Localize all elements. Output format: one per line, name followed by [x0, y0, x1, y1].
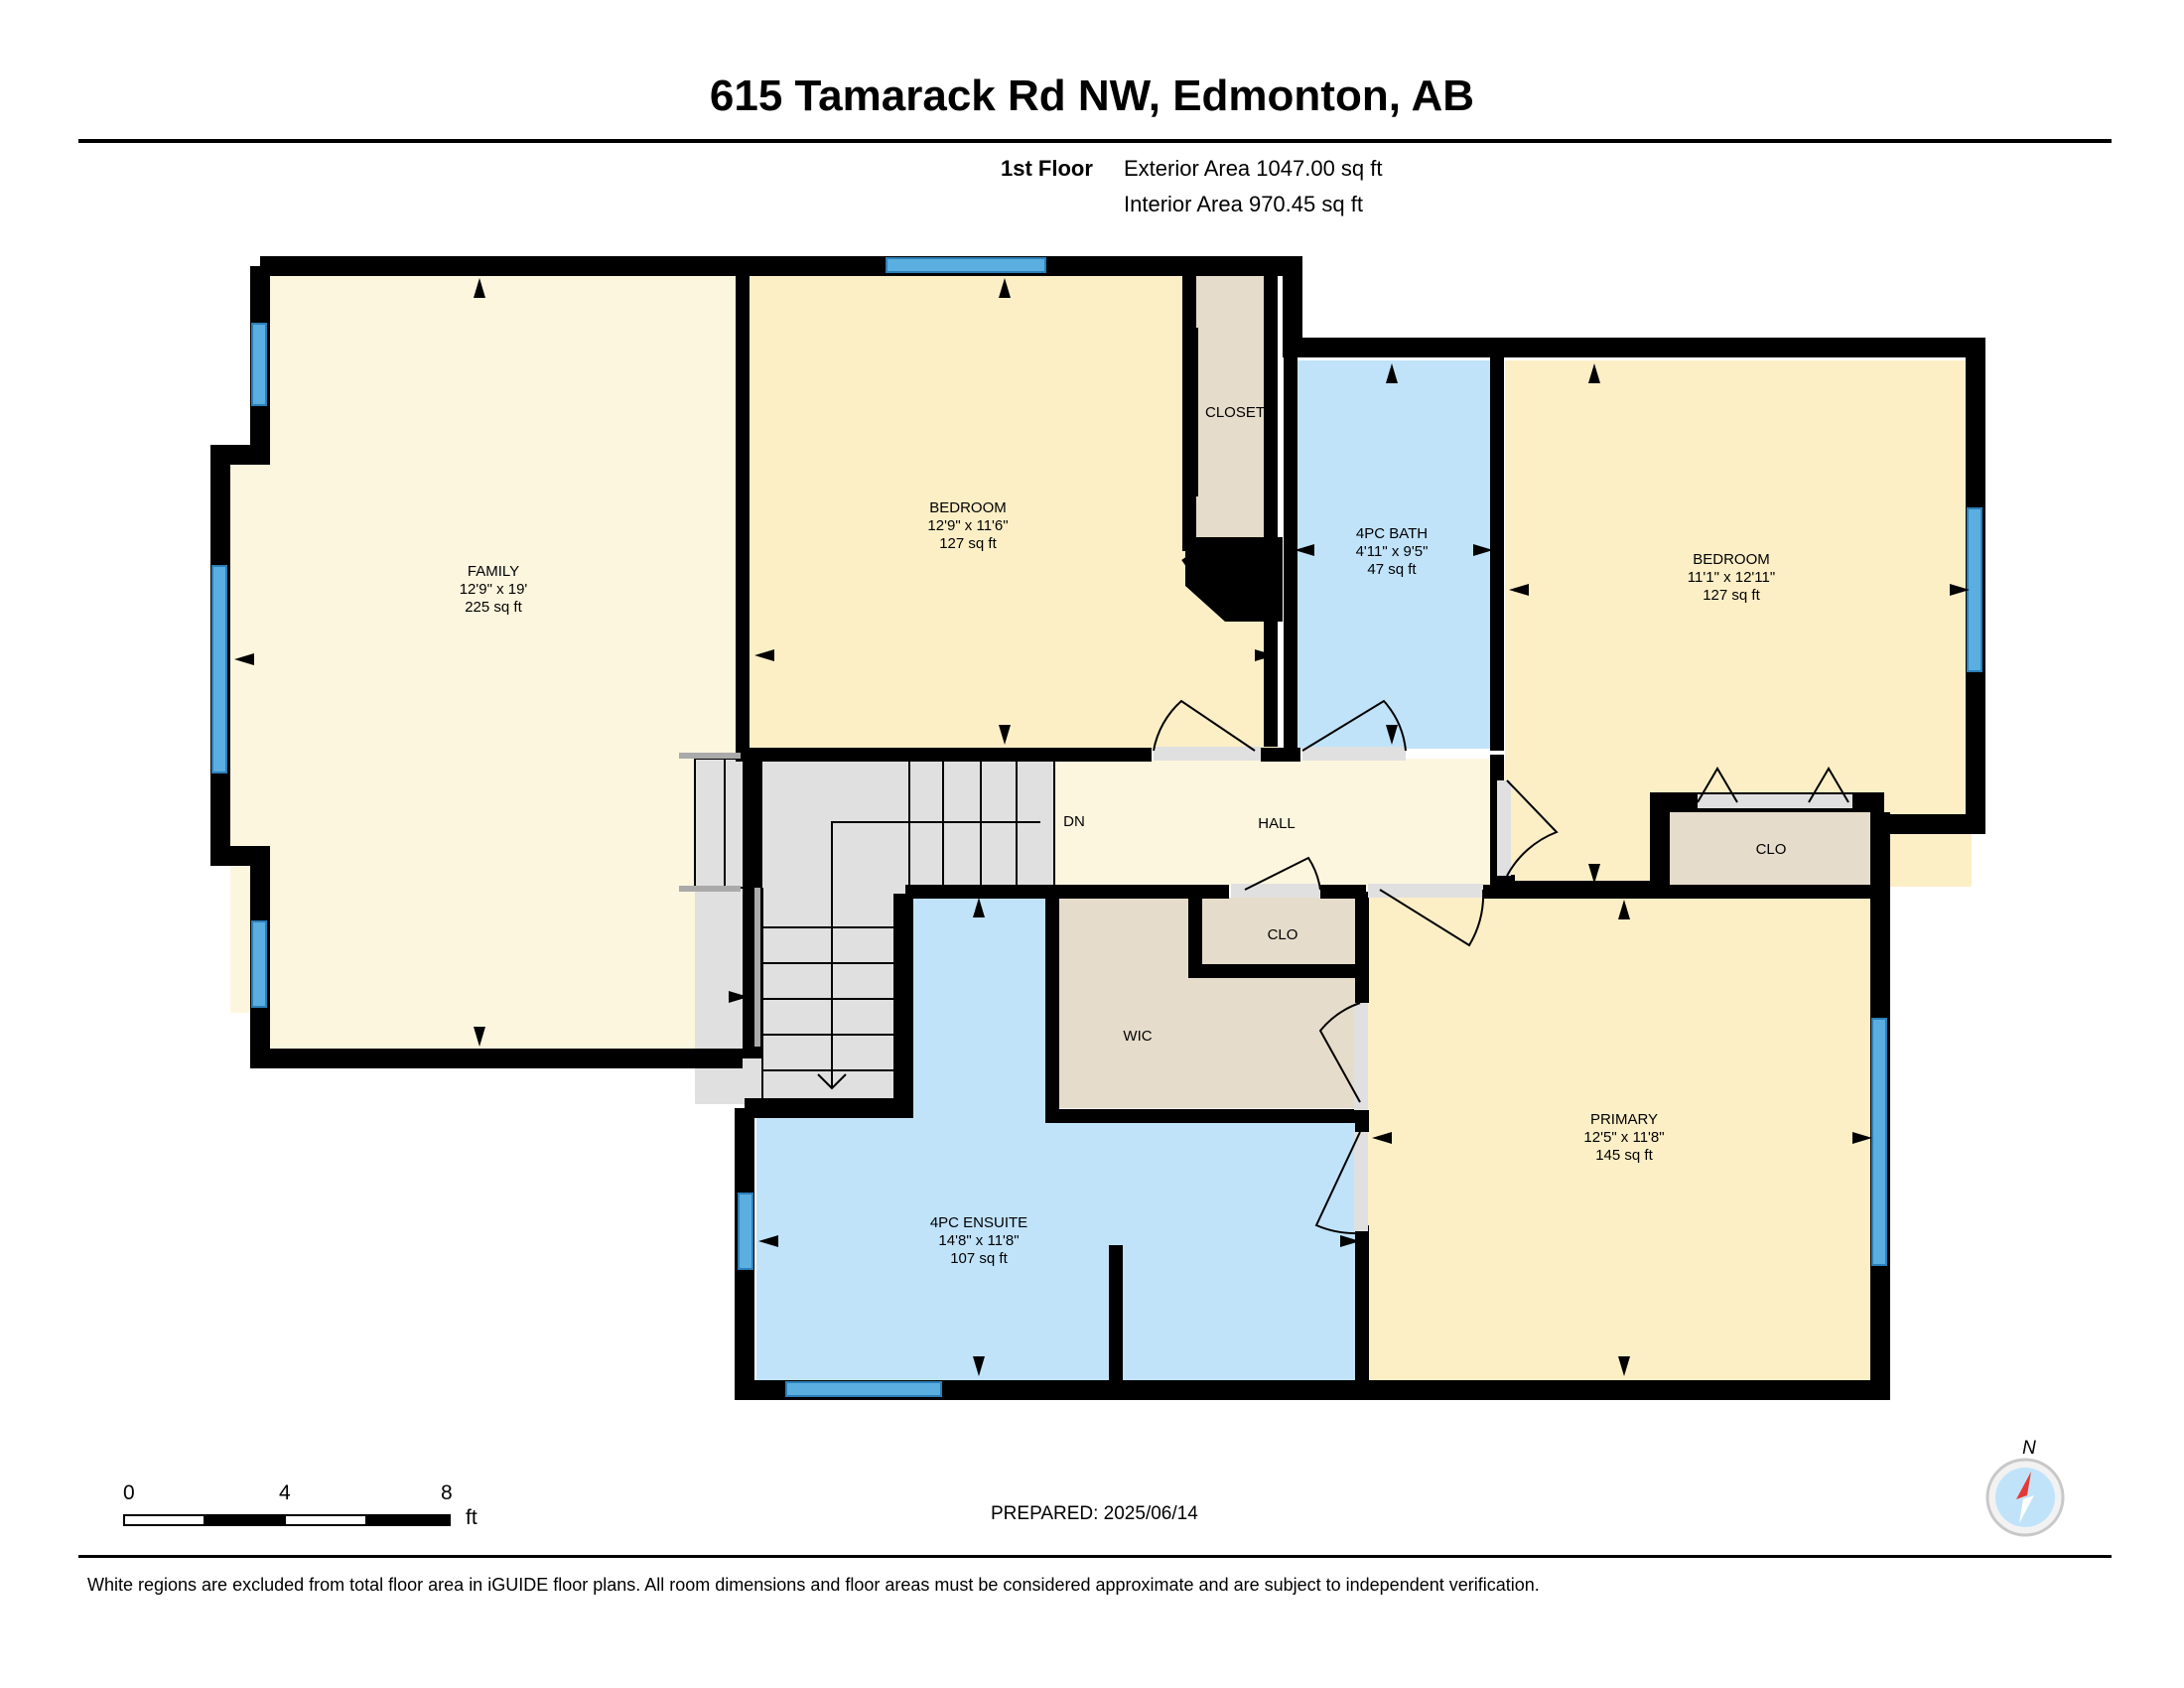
primary-area: 145 sq ft [1595, 1147, 1653, 1164]
scale-label-8: 8 [441, 1481, 453, 1504]
hall-label: HALL [1258, 815, 1296, 832]
family-dims: 12'9" x 19' [460, 581, 528, 598]
stairs-dn-label: DN [1063, 813, 1085, 830]
hall-area [1054, 759, 1505, 888]
scale-unit: ft [466, 1506, 478, 1529]
clo-bedroom-2-label: CLO [1756, 841, 1787, 858]
bedroom-1-label: BEDROOM [929, 499, 1007, 516]
clo-hall-label: CLO [1268, 926, 1298, 943]
closet [1195, 276, 1277, 548]
footer-divider [78, 1555, 2112, 1558]
ensuite-label: 4PC ENSUITE [930, 1214, 1027, 1231]
prepared-date: PREPARED: 2025/06/14 [991, 1503, 1198, 1524]
bath-room [1291, 360, 1491, 749]
compass-icon [1985, 1458, 2065, 1537]
exterior-area: Exterior Area 1047.00 sq ft [1124, 156, 1383, 181]
scale-label-0: 0 [123, 1481, 135, 1504]
ensuite-area: 107 sq ft [950, 1250, 1008, 1267]
scale-label-4: 4 [279, 1481, 291, 1504]
chimney-block [1185, 548, 1283, 622]
clo-bedroom-2 [1666, 812, 1876, 887]
scale-bar [123, 1514, 451, 1526]
clo-hall [1201, 898, 1356, 961]
windows [211, 257, 1982, 1397]
door-swings [1153, 328, 1849, 1235]
bath-label: 4PC BATH [1356, 525, 1428, 542]
bath-area: 47 sq ft [1367, 561, 1417, 578]
door-gaps [1154, 747, 1852, 1231]
railing [679, 753, 760, 1047]
ensuite-dims: 14'8" x 11'8" [938, 1232, 1019, 1249]
floor-label: 1st Floor [1001, 156, 1093, 181]
compass-north-label: N [2022, 1438, 2036, 1459]
bedroom-1-dims: 12'9" x 11'6" [927, 517, 1008, 534]
bedroom-2-dims: 11'1" x 12'11" [1688, 569, 1775, 586]
primary-label: PRIMARY [1590, 1111, 1658, 1128]
dimension-arrows [234, 278, 1970, 1376]
bedroom-2-label: BEDROOM [1693, 551, 1770, 568]
interior-area: Interior Area 970.45 sq ft [1124, 192, 1363, 216]
family-room [212, 276, 743, 1049]
page-title: 615 Tamarack Rd NW, Edmonton, AB [709, 71, 1475, 120]
disclaimer-text: White regions are excluded from total fl… [87, 1575, 1540, 1595]
wic-label: WIC [1123, 1028, 1152, 1045]
primary-dims: 12'5" x 11'8" [1583, 1129, 1664, 1146]
family-area: 225 sq ft [465, 599, 522, 616]
bedroom-1-area: 127 sq ft [939, 535, 997, 552]
bath-dims: 4'11" x 9'5" [1356, 543, 1429, 560]
header-divider [78, 139, 2112, 143]
family-label: FAMILY [468, 563, 519, 580]
primary-room [1368, 898, 1870, 1380]
bedroom-2-area: 127 sq ft [1703, 587, 1760, 604]
closet-label: CLOSET [1205, 404, 1265, 421]
